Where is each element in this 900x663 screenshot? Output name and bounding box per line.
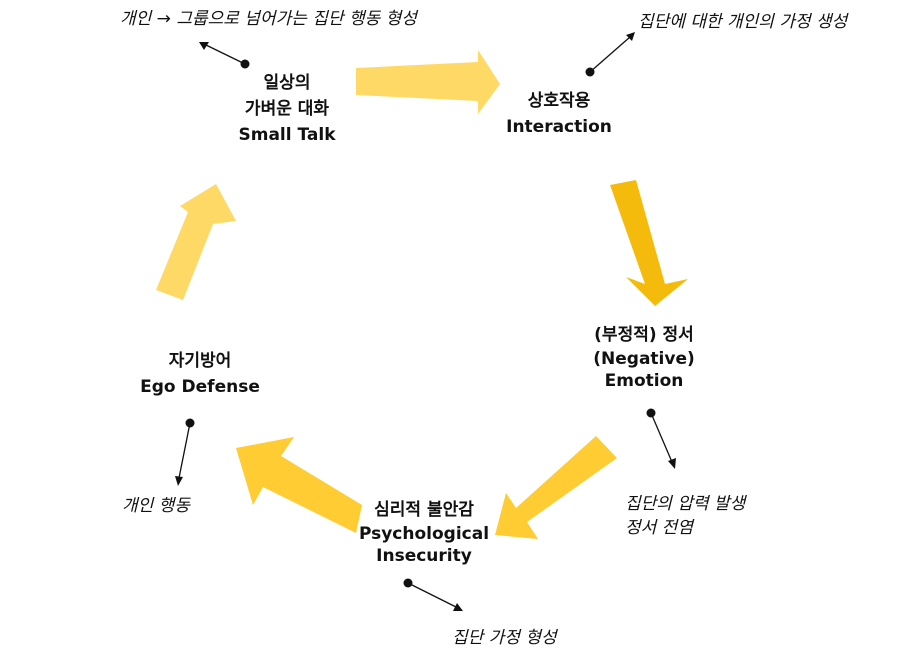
node-interaction-english: Interaction bbox=[506, 117, 612, 137]
node-emotion-english-line2: Emotion bbox=[604, 371, 684, 391]
node-insecurity-english-line2: Insecurity bbox=[376, 546, 472, 566]
node-insecurity: 심리적 불안감 Psychological Insecurity bbox=[359, 497, 489, 567]
node-small-talk-korean-line1: 일상의 bbox=[263, 73, 311, 93]
note-interaction: 집단에 대한 개인의 가정 생성 bbox=[638, 12, 848, 32]
connector-emotion bbox=[646, 408, 676, 469]
node-emotion: (부정적) 정서 (Negative) Emotion bbox=[593, 322, 695, 392]
node-ego-defense: 자기방어 Ego Defense bbox=[140, 348, 260, 400]
node-emotion-english-line1: (Negative) bbox=[593, 349, 695, 369]
cycle-arrow-egodefense-to-smalltalk bbox=[156, 184, 236, 300]
node-ego-defense-english: Ego Defense bbox=[140, 377, 260, 397]
node-insecurity-korean: 심리적 불안감 bbox=[374, 500, 474, 520]
cycle-arrow-insecurity-to-egodefense bbox=[236, 437, 362, 533]
connector-small-talk bbox=[199, 42, 250, 69]
cycle-arrow-interaction-to-emotion bbox=[610, 180, 688, 306]
node-small-talk: 일상의 가벼운 대화 Small Talk bbox=[238, 70, 335, 148]
connector-ego-defense bbox=[175, 418, 195, 486]
node-small-talk-korean-line2: 가벼운 대화 bbox=[244, 99, 330, 119]
node-emotion-korean: (부정적) 정서 bbox=[594, 325, 694, 345]
node-interaction-korean: 상호작용 bbox=[527, 91, 591, 111]
note-ego-defense: 개인 행동 bbox=[122, 496, 190, 516]
connector-insecurity bbox=[403, 578, 463, 611]
connector-interaction bbox=[585, 32, 635, 77]
node-interaction: 상호작용 Interaction bbox=[506, 88, 612, 140]
note-insecurity: 집단 가정 형성 bbox=[452, 628, 557, 648]
cycle-arrow-smalltalk-to-interaction bbox=[356, 50, 500, 114]
note-small-talk: 개인 → 그룹으로 넘어가는 집단 행동 형성 bbox=[120, 9, 417, 29]
cycle-arrow-emotion-to-insecurity bbox=[495, 436, 617, 539]
node-small-talk-english: Small Talk bbox=[238, 125, 336, 145]
note-emotion-line2: 정서 전염 bbox=[625, 518, 693, 538]
node-ego-defense-korean: 자기방어 bbox=[168, 351, 232, 371]
note-emotion-line1: 집단의 압력 발생 bbox=[625, 494, 746, 514]
node-insecurity-english-line1: Psychological bbox=[358, 524, 490, 544]
